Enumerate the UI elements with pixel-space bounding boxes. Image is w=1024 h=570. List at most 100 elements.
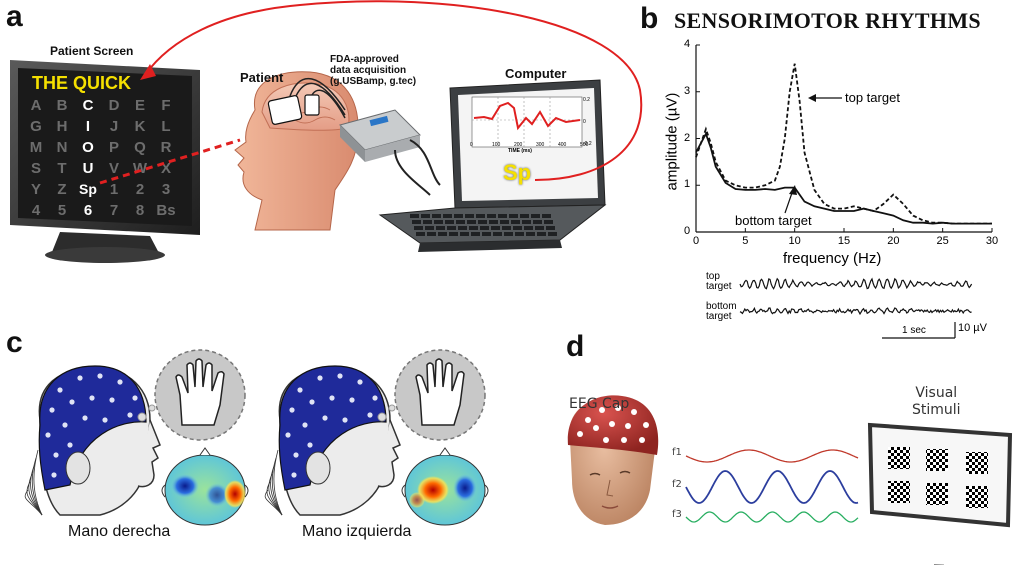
key (449, 232, 458, 236)
speller-cell: Sp (79, 181, 97, 197)
key (535, 226, 544, 230)
hand-circle-right (154, 349, 246, 441)
key (522, 220, 531, 224)
key (511, 220, 520, 224)
speller-cell: V (109, 160, 119, 177)
gaze-line (99, 138, 241, 185)
key (482, 232, 491, 236)
mini-plot-ytick: -0.2 (583, 141, 592, 147)
raw-bottom-label: bottom target (706, 302, 737, 322)
key (445, 220, 454, 224)
cap-electrode (57, 387, 63, 393)
x-tick-label: 0 (692, 235, 700, 247)
cap-electrode (367, 412, 373, 418)
frequency-label: f2 (672, 479, 682, 490)
panel-letter-d: d (566, 330, 585, 363)
cap-electrode (62, 422, 68, 428)
key (524, 226, 533, 230)
topomap-right-hand (161, 447, 249, 526)
key (537, 232, 546, 236)
annotation-arrowhead-top (808, 94, 816, 102)
amp-scale-label: 10 µV (958, 322, 987, 334)
frequency-label: f1 (672, 447, 682, 458)
speller-cell: T (57, 160, 66, 177)
cap-electrode (77, 375, 83, 381)
speller-cell: D (109, 97, 120, 114)
eeg-cap-label: EEG Cap (569, 396, 630, 412)
key (504, 232, 513, 236)
speller-cell: I (86, 118, 90, 135)
key (458, 226, 467, 230)
cap-electrode (342, 417, 348, 423)
cap-electrode (337, 373, 343, 379)
cap-electrode (357, 379, 363, 385)
key (471, 232, 480, 236)
cap-electrode (89, 395, 95, 401)
cap-electrode (322, 415, 328, 421)
acquisition-device (339, 109, 441, 196)
speller-cell: C (83, 97, 94, 114)
cap-electrode (297, 387, 303, 393)
key (410, 214, 419, 218)
wave-f2 (685, 470, 859, 504)
hand-circle-left (394, 349, 486, 441)
key (515, 232, 524, 236)
ear (305, 451, 331, 485)
speller-cell: R (161, 139, 172, 156)
x-tick-label: 10 (788, 235, 801, 247)
speller-cell: Bs (156, 202, 175, 219)
y-tick-label: 3 (684, 84, 691, 97)
mini-plot-xtick: 400 (558, 142, 567, 148)
device-label-line2: data acquisition (330, 65, 407, 76)
key (414, 226, 423, 230)
panel-d (567, 395, 1013, 570)
x-tick-label: 30 (985, 235, 999, 247)
face-profile (377, 419, 401, 488)
key (460, 232, 469, 236)
panel-letter-c: c (6, 326, 23, 359)
key (476, 214, 485, 218)
key (520, 214, 529, 218)
cap-electrode (102, 417, 108, 423)
raw-bottom-label-line2: target (706, 311, 732, 322)
speller-cell: J (110, 118, 118, 135)
speller-cell: L (161, 118, 170, 135)
key (436, 226, 445, 230)
cap-electrode (302, 422, 308, 428)
key (546, 226, 555, 230)
speller-cell: H (57, 118, 68, 135)
key (447, 226, 456, 230)
eeg-cap (38, 365, 147, 491)
cap-electrode (82, 415, 88, 421)
speller-cell: Q (134, 139, 146, 156)
mini-plot-ytick: 0.2 (583, 97, 590, 103)
key (509, 214, 518, 218)
patient-screen-label: Patient Screen (50, 44, 134, 58)
cap-electrode (51, 472, 57, 478)
speller-cell: U (83, 160, 94, 177)
cap-electrode (293, 452, 299, 458)
cap-electrode (49, 407, 55, 413)
x-tick-label: 5 (742, 235, 749, 247)
checkerboard-stimuli (888, 447, 988, 508)
speller-cell: 4 (32, 202, 41, 219)
visual-label-line1: Visual (915, 385, 958, 401)
cap-electrode (372, 395, 378, 401)
key (502, 226, 511, 230)
visual-label-line2: Stimuli (912, 402, 961, 418)
cap-electrode (317, 375, 323, 381)
raw-top-label-line2: target (706, 281, 732, 292)
hair-strand (264, 489, 283, 516)
eeg-cap (278, 365, 387, 491)
y-axis-label: amplitude (µV) (663, 92, 681, 191)
caption-right-hand: Mano derecha (68, 523, 171, 540)
speller-cell: W (133, 160, 148, 177)
y-tick-label: 1 (684, 178, 691, 191)
cap-electrode (291, 472, 297, 478)
speller-cell: 6 (84, 202, 92, 219)
y-tick-label: 4 (684, 38, 691, 50)
key (489, 220, 498, 224)
key (416, 232, 425, 236)
